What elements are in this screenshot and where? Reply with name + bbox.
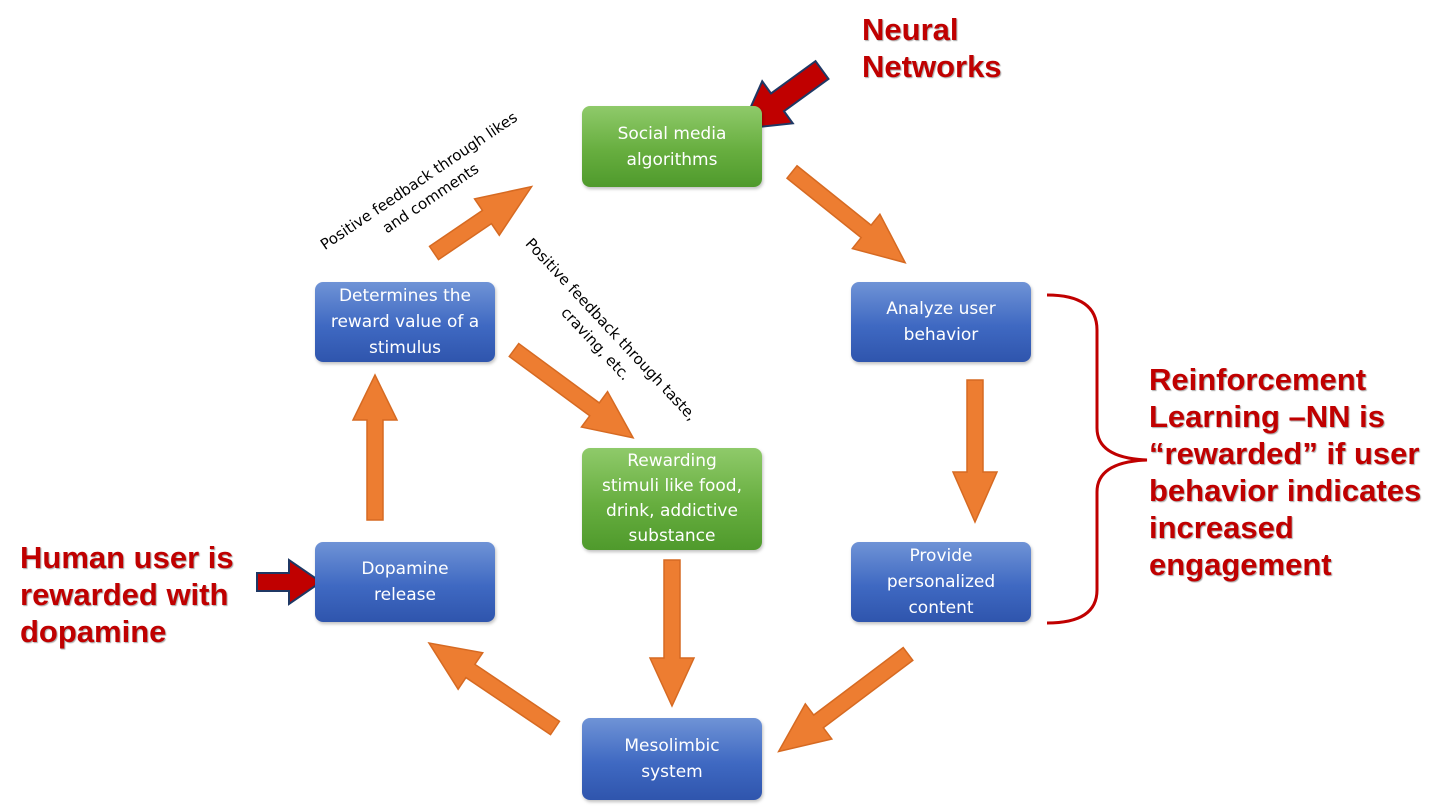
node-determines-reward-value: Determines the reward value of a stimulu… bbox=[315, 282, 495, 362]
node-label-line: reward value of a bbox=[330, 312, 480, 332]
node-analyze-user-behavior: Analyze user behavior bbox=[851, 282, 1031, 362]
node-label-line: Analyze user bbox=[886, 299, 996, 319]
callout-line: “rewarded” if user bbox=[1149, 436, 1420, 471]
callout-line: engagement bbox=[1149, 547, 1332, 582]
callout-reinforcement-learning: Reinforcement Learning –NN is “rewarded”… bbox=[1149, 361, 1421, 583]
arrow-analyze-to-provide bbox=[951, 379, 999, 524]
arrow-determines-to-social bbox=[428, 185, 534, 261]
reinforcement-brace bbox=[1046, 293, 1148, 625]
node-mesolimbic-system: Mesolimbic system bbox=[582, 718, 762, 800]
node-label-line: personalized bbox=[886, 572, 996, 592]
node-label-line: algorithms bbox=[626, 149, 718, 170]
callout-line: dopamine bbox=[20, 614, 167, 649]
callout-line: Learning –NN is bbox=[1149, 399, 1385, 434]
arrow-dopamine-to-determines bbox=[351, 373, 399, 521]
callout-line: Reinforcement bbox=[1149, 362, 1367, 397]
node-label-line: Mesolimbic bbox=[624, 736, 720, 756]
node-label-line: behavior bbox=[903, 325, 979, 345]
arrow-provide-to-mesolimbic bbox=[777, 646, 914, 753]
arrow-mesolimbic-to-dopamine bbox=[427, 641, 561, 736]
callout-neural-networks: Neural Networks bbox=[862, 11, 1002, 85]
arrow-rewarding-to-mesolimbic bbox=[648, 559, 696, 708]
callout-line: Networks bbox=[862, 49, 1002, 84]
callout-line: behavior indicates bbox=[1149, 473, 1422, 508]
node-provide-personalized-content: Provide personalized content bbox=[851, 542, 1031, 622]
node-label-line: stimulus bbox=[369, 338, 441, 358]
callout-line: increased bbox=[1149, 510, 1294, 545]
red-arrow-neural-networks bbox=[739, 59, 830, 130]
node-label-line: substance bbox=[628, 526, 716, 546]
node-label-line: stimuli like food, bbox=[602, 476, 742, 496]
callout-line: rewarded with bbox=[20, 577, 229, 612]
node-dopamine-release: Dopamine release bbox=[315, 542, 495, 622]
node-rewarding-stimuli: Rewarding stimuli like food, drink, addi… bbox=[582, 448, 762, 550]
node-label-line: Provide bbox=[909, 546, 973, 566]
node-label-line: system bbox=[641, 762, 703, 782]
node-label-line: drink, addictive bbox=[606, 501, 738, 521]
arrow-social-to-analyze bbox=[785, 164, 907, 264]
node-label-line: Social media bbox=[617, 123, 727, 144]
callout-human-user-rewarded: Human user is rewarded with dopamine bbox=[20, 539, 234, 650]
node-label-line: content bbox=[908, 598, 974, 618]
node-label-line: Dopamine bbox=[361, 559, 449, 579]
callout-line: Neural bbox=[862, 12, 959, 47]
node-social-media-algorithms: Social media algorithms bbox=[582, 106, 762, 187]
node-label-line: release bbox=[374, 585, 436, 605]
callout-line: Human user is bbox=[20, 540, 234, 575]
arrow-determines-to-rewarding bbox=[508, 342, 635, 439]
red-arrow-human-user bbox=[256, 558, 323, 606]
node-label-line: Rewarding bbox=[627, 451, 717, 471]
node-label-line: Determines the bbox=[338, 286, 472, 306]
